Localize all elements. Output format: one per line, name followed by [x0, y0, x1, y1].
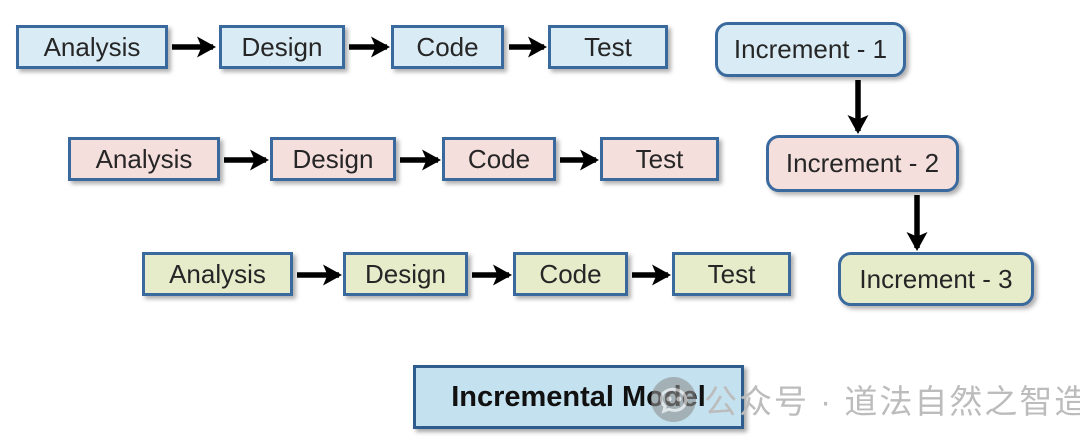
watermark-text: 公众号 · 道法自然之智造 — [704, 383, 1080, 420]
wechat-official-account-icon — [650, 376, 697, 422]
step-box-row1-analysis: Analysis — [16, 25, 168, 69]
step-box-row3-design: Design — [343, 252, 468, 296]
watermark: 公众号 · 道法自然之智造 — [650, 375, 1080, 423]
step-box-row1-test: Test — [548, 25, 668, 69]
step-box-row3-test: Test — [672, 252, 791, 296]
step-box-row3-analysis: Analysis — [142, 252, 293, 296]
increment-3-box: Increment - 3 — [838, 252, 1034, 306]
step-box-row2-design: Design — [270, 137, 396, 181]
step-box-row1-design: Design — [219, 25, 345, 69]
step-box-row2-code: Code — [442, 137, 556, 181]
step-box-row2-analysis: Analysis — [68, 137, 220, 181]
step-box-row3-code: Code — [513, 252, 628, 296]
step-box-row2-test: Test — [600, 137, 719, 181]
increment-2-box: Increment - 2 — [766, 135, 959, 192]
increment-1-box: Increment - 1 — [715, 22, 906, 77]
step-box-row1-code: Code — [391, 25, 504, 69]
